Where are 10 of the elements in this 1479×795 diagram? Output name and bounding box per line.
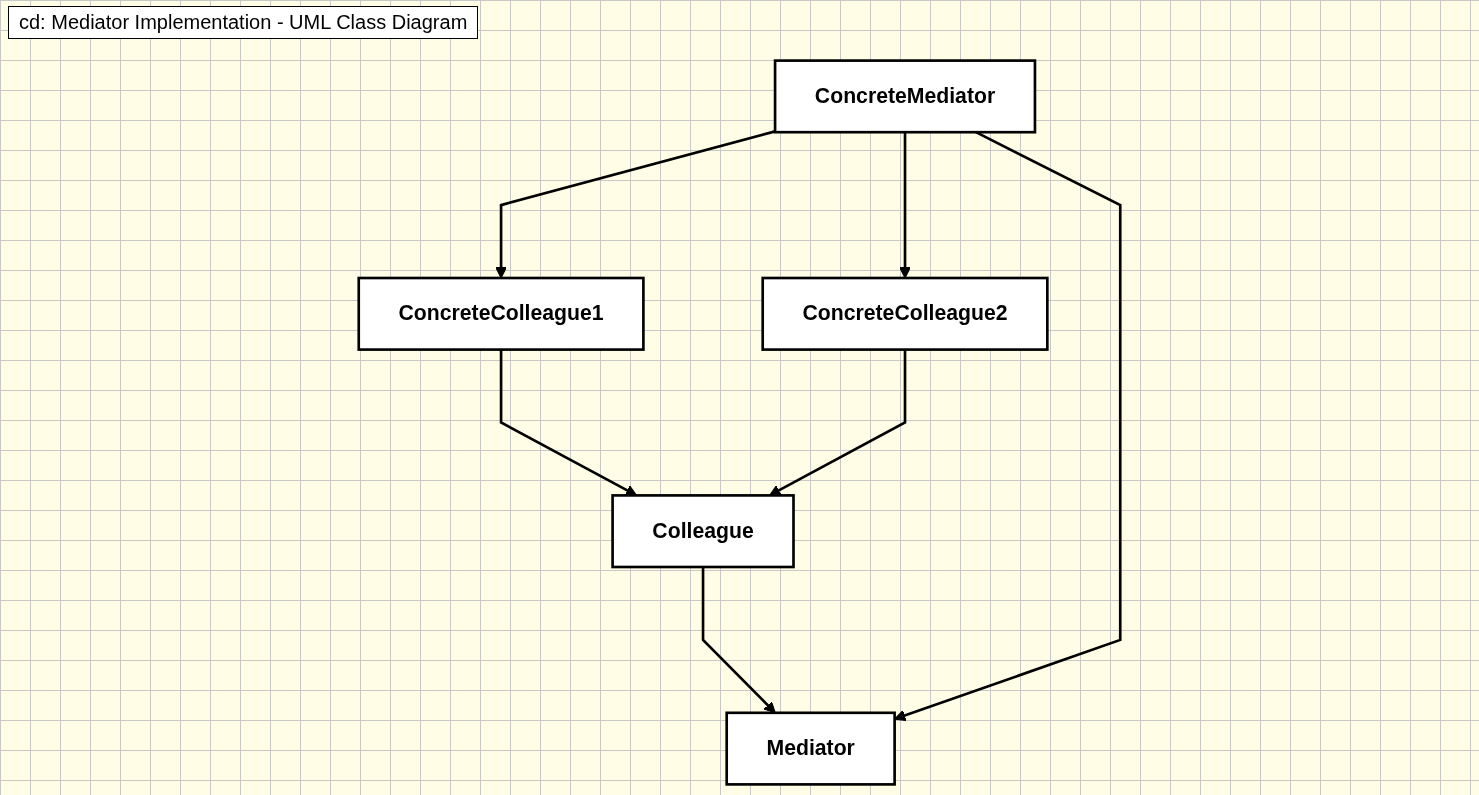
node-box: Colleague (611, 494, 795, 569)
node-box: ConcreteColleague2 (761, 276, 1049, 351)
arrow (769, 349, 907, 496)
node-box: ConcreteMediator (773, 59, 1037, 134)
diagram-title: cd: Mediator Implementation - UML Class Diagram (8, 6, 479, 39)
node-box: ConcreteColleague1 (357, 276, 645, 351)
arrow (495, 130, 776, 279)
node-box: Mediator (725, 711, 896, 786)
arrow (499, 349, 638, 496)
arrow (899, 132, 911, 279)
